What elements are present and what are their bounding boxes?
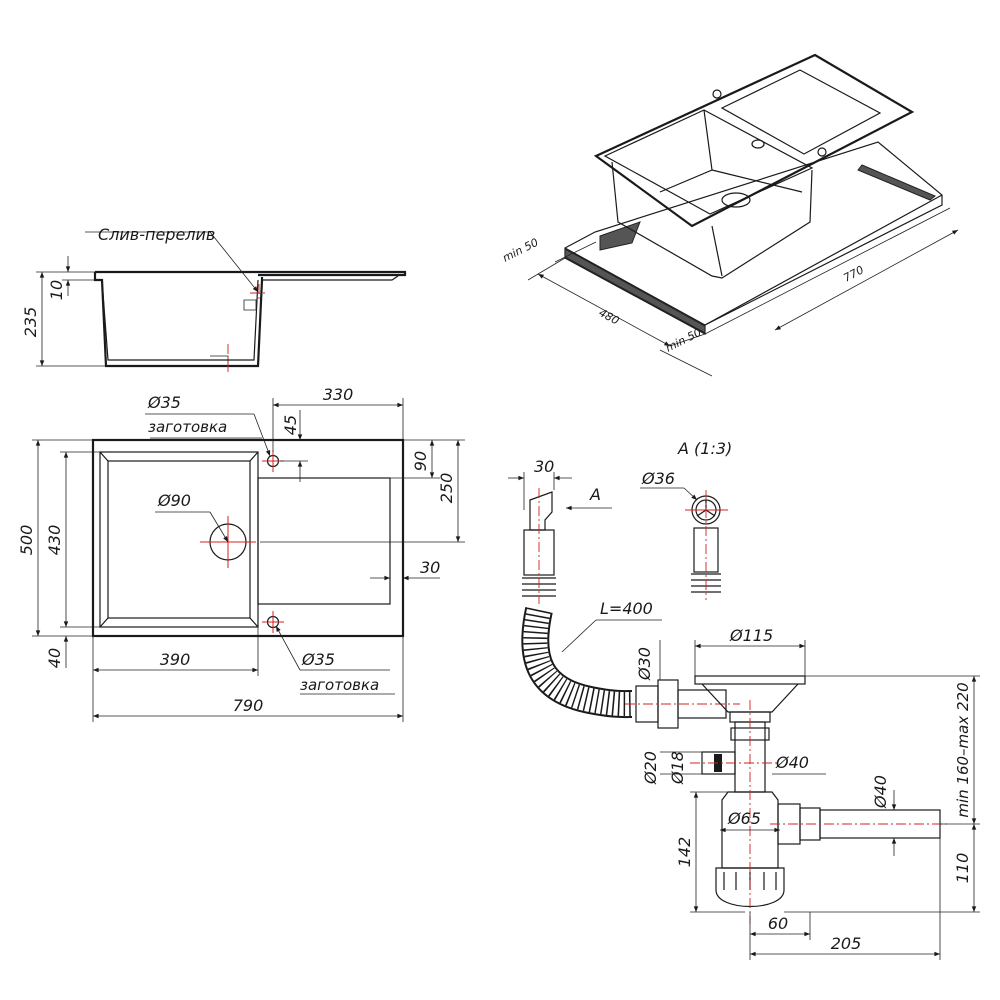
iso-tap-hole-1: [712, 89, 722, 99]
bowl-opening: [603, 109, 814, 215]
iso-dim-line-min50-right: [659, 349, 713, 377]
inlet-inner-dia-text: Ø18: [668, 751, 687, 785]
leader-hole-bottom: [275, 625, 301, 671]
sink-outline: [91, 438, 405, 638]
iso-ext-line-2: [554, 241, 597, 263]
countertop-cutout-shade-left: [564, 248, 706, 334]
bowl-body: [611, 161, 813, 279]
countertop-edge-upper: [564, 194, 943, 326]
top-view: 330 45 Ø35 заготовка Ø90 90 250 30: [17, 385, 465, 722]
iso-overflow-hole: [751, 139, 765, 149]
strainer-flange: [694, 675, 806, 685]
drainboard-recess: [257, 477, 391, 605]
corrugated-hose-ribs: [523, 607, 633, 717]
dim-drain-text: Ø90: [157, 491, 191, 510]
sink-rim-profile: [95, 270, 407, 277]
countertop-cutout-shade-right: [857, 164, 936, 201]
dim-330-text: 330: [323, 385, 354, 404]
drainboard-area: [720, 69, 882, 155]
dim-40-text: 40: [45, 648, 64, 668]
dim-90-text: 90: [411, 451, 430, 471]
detail-a-title: A (1:3): [677, 439, 732, 458]
detail-a-dia-text: Ø36: [641, 469, 675, 488]
iso-dim-480: 480: [597, 306, 622, 327]
leader-drain: [209, 511, 229, 543]
branch-dia-text: Ø40: [775, 753, 809, 772]
dim-45-text: 45: [281, 415, 300, 435]
hose-length-label: L=400: [600, 599, 653, 618]
iso-ext-line-4: [704, 207, 951, 335]
iso-ext-line-3: [669, 333, 706, 347]
bowl-front-edge: [711, 225, 723, 277]
dim-30-text: 30: [420, 558, 440, 577]
body-dia-text: Ø65: [727, 809, 761, 828]
overflow-label: Слив-перелив: [98, 225, 215, 244]
drain-hole-section: [210, 299, 257, 366]
inlet-outer-dia-text: Ø20: [641, 751, 660, 785]
height-range-text: min 160–max 220: [954, 682, 972, 817]
overflow-dia-text: Ø30: [635, 647, 654, 681]
iso-drain-hole: [721, 192, 751, 208]
blank-top-label: заготовка: [148, 418, 227, 436]
dim-60-text: 60: [768, 914, 788, 933]
leader-hose-length: [561, 619, 597, 653]
dim-hole-bottom-text: Ø35: [301, 650, 335, 669]
dim-390-text: 390: [160, 650, 191, 669]
sink-top-plate: [593, 53, 915, 228]
bowl-corners: [99, 451, 259, 628]
drainboard-underside: [262, 275, 399, 281]
leader-hole-top: [253, 413, 271, 457]
iso-dim-line-770: [774, 229, 959, 331]
dim-142-text: 142: [675, 837, 694, 868]
dim-250-text: 250: [437, 473, 456, 504]
iso-dim-min50-left: min 50: [500, 236, 540, 265]
siphon-dim-30-text: 30: [534, 457, 554, 476]
overflow-branch-pipe: [677, 689, 727, 719]
overflow-leader-arrow: [209, 231, 259, 293]
siphon-assembly: 30 A A (1:3) Ø36 L=400 Ø30: [508, 439, 980, 960]
dim-10-text: 10: [47, 280, 66, 300]
bottle-trap-cap: [715, 867, 785, 907]
strainer-dia-text: Ø115: [729, 626, 773, 645]
countertop-cutout-shade-back: [599, 221, 641, 251]
overflow-fitting: [529, 491, 553, 531]
view-a-label: A: [589, 485, 601, 504]
iso-tap-hole-2: [817, 147, 827, 157]
iso-dim-min50-right: min 50: [663, 326, 703, 355]
iso-ext-line-1: [527, 257, 566, 281]
outlet-dia-text: Ø40: [871, 775, 890, 809]
dim-hole-top-text: Ø35: [147, 393, 181, 412]
iso-dim-line-480: [537, 273, 671, 347]
dim-205-text: 205: [831, 934, 862, 953]
side-section-view: Слив-перелив 235 10: [21, 225, 407, 372]
dim-430-text: 430: [45, 525, 64, 556]
isometric-view: min 50 480 min 50 770: [500, 53, 959, 377]
iso-dim-770: 770: [841, 263, 866, 284]
dim-500-text: 500: [17, 525, 36, 556]
dim-790-text: 790: [233, 696, 264, 715]
bowl-inner: [107, 460, 251, 619]
bowl-section: [93, 272, 264, 368]
leader-detail-dia: [683, 487, 698, 501]
bowl-inner-edges: [659, 109, 803, 193]
bowl-inner-wall: [101, 279, 259, 361]
blank-bottom-label: заготовка: [300, 676, 379, 694]
dim-110-text: 110: [953, 853, 972, 884]
bowl-outer: [99, 451, 259, 628]
dim-235-text: 235: [21, 307, 40, 338]
